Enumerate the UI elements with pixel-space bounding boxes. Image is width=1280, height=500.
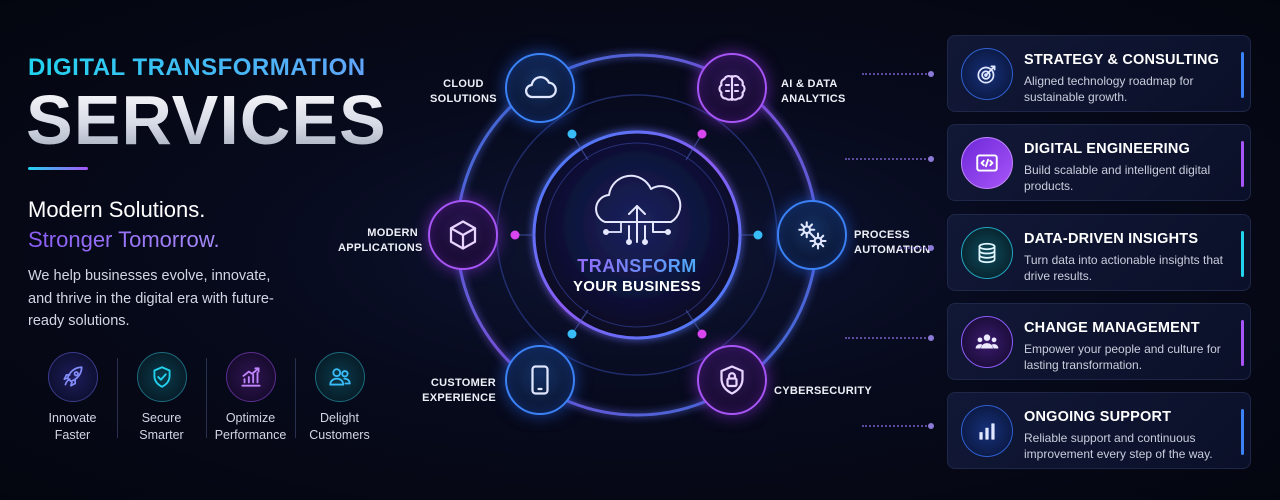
accent-bar: [1241, 141, 1244, 187]
gears-icon: [798, 221, 827, 250]
feature-label: Delight Customers: [309, 411, 370, 442]
service-card-support[interactable]: ONGOING SUPPORT Reliable support and con…: [947, 392, 1251, 469]
node-cloud-solutions[interactable]: [505, 53, 575, 123]
service-description: Build scalable and intelligent digital p…: [1024, 163, 1211, 193]
node-label-modern-apps: MODERN APPLICATIONS: [338, 227, 423, 254]
service-title: DATA-DRIVEN INSIGHTS: [1024, 231, 1199, 247]
service-card-strategy[interactable]: STRATEGY & CONSULTING Aligned technology…: [947, 35, 1251, 112]
node-cybersecurity[interactable]: [697, 345, 767, 415]
left-panel: DIGITAL TRANSFORMATION SERVICES Modern S…: [26, 0, 386, 500]
service-title: ONGOING SUPPORT: [1024, 409, 1172, 425]
growth-chart-icon: [225, 352, 276, 402]
feature-innovate: Innovate Faster: [28, 352, 117, 443]
title-divider: [28, 167, 88, 170]
orbit-dots: [510, 129, 763, 339]
intro-description: We help businesses evolve, innovate, and…: [28, 268, 274, 329]
accent-bar: [1241, 231, 1244, 277]
accent-bar: [1241, 409, 1244, 455]
service-card-data[interactable]: DATA-DRIVEN INSIGHTS Turn data into acti…: [947, 214, 1251, 291]
accent-bar: [1241, 52, 1244, 98]
node-ai-data[interactable]: [697, 53, 767, 123]
node-modern-applications[interactable]: [428, 200, 498, 270]
feature-secure: Secure Smarter: [117, 352, 206, 443]
brain-icon: [718, 74, 746, 102]
lock-shield-icon: [720, 365, 744, 395]
page-title: SERVICES: [26, 81, 387, 159]
card-connector-dot: [928, 335, 934, 341]
users-icon: [314, 352, 365, 402]
rocket-icon: [47, 352, 98, 402]
feature-label: Innovate Faster: [48, 411, 97, 442]
cloud-icon: [525, 76, 557, 99]
service-card-change[interactable]: CHANGE MANAGEMENT Empower your people an…: [947, 303, 1251, 380]
tagline-primary: Modern Solutions.: [28, 197, 206, 222]
hub-connectors: [515, 133, 758, 335]
feature-label: Secure Smarter: [139, 411, 184, 442]
service-description: Turn data into actionable insights that …: [1024, 253, 1224, 283]
shield-check-icon: [136, 352, 187, 402]
team-icon: [961, 316, 1013, 368]
service-description: Empower your people and culture for last…: [1024, 342, 1221, 372]
card-connector-dot: [928, 245, 934, 251]
code-icon: [961, 137, 1013, 189]
cloud-upload-icon: [595, 174, 682, 245]
card-connector: [900, 247, 930, 249]
card-connector: [845, 158, 930, 160]
node-label-automation: PROCESS AUTOMATION: [854, 229, 931, 256]
hub-title: TRANSFORM: [537, 256, 737, 277]
feature-delight: Delight Customers: [295, 352, 384, 443]
card-connector: [862, 73, 930, 75]
feature-optimize: Optimize Performance: [206, 352, 295, 443]
database-icon: [961, 227, 1013, 279]
node-label-cybersecurity: CYBERSECURITY: [774, 385, 873, 397]
inner-orbit: [496, 94, 778, 376]
service-description: Aligned technology roadmap for sustainab…: [1024, 74, 1194, 104]
kicker-title: DIGITAL TRANSFORMATION: [28, 54, 366, 81]
card-connector: [845, 337, 930, 339]
node-label-cloud: CLOUD SOLUTIONS: [430, 78, 497, 105]
target-icon: [961, 48, 1013, 100]
service-title: CHANGE MANAGEMENT: [1024, 320, 1200, 336]
card-connector-dot: [928, 156, 934, 162]
accent-bar: [1241, 320, 1244, 366]
node-label-ai: AI & DATA ANALYTICS: [781, 78, 846, 105]
card-connector-dot: [928, 71, 934, 77]
hub-circle: [532, 130, 742, 340]
node-label-customer: CUSTOMER EXPERIENCE: [422, 377, 496, 404]
card-connector-dot: [928, 423, 934, 429]
hub-subtitle: YOUR BUSINESS: [572, 278, 702, 295]
feature-label: Optimize Performance: [214, 411, 287, 442]
service-description: Reliable support and continuous improvem…: [1024, 431, 1213, 461]
service-title: STRATEGY & CONSULTING: [1024, 52, 1220, 68]
card-connector: [862, 425, 930, 427]
node-process-automation[interactable]: [777, 200, 847, 270]
bar-chart-icon: [961, 405, 1013, 457]
cube-icon: [449, 220, 477, 250]
service-card-engineering[interactable]: DIGITAL ENGINEERING Build scalable and i…: [947, 124, 1251, 201]
node-customer-experience[interactable]: [505, 345, 575, 415]
service-title: DIGITAL ENGINEERING: [1024, 141, 1190, 157]
tagline-secondary: Stronger Tomorrow.: [28, 227, 220, 252]
feature-list: Innovate Faster Secure Smarter Optimize …: [28, 352, 384, 443]
smartphone-icon: [531, 365, 549, 395]
